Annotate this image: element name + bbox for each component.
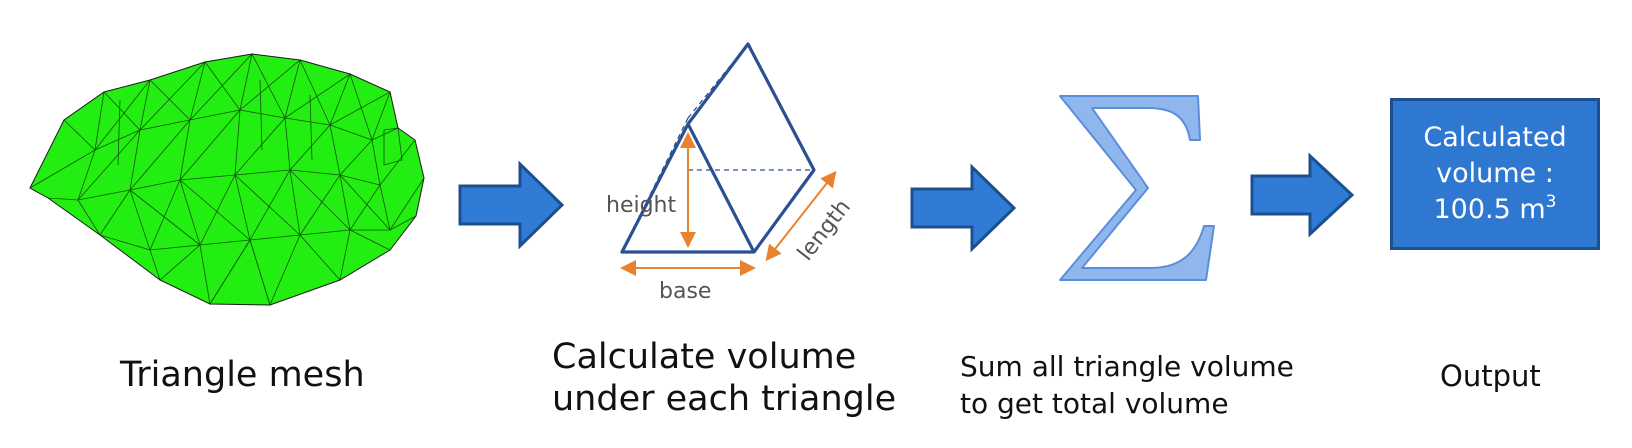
caption-triangle-mesh: Triangle mesh xyxy=(120,355,365,395)
output-unit-exponent: 3 xyxy=(1545,192,1557,212)
output-line-1: Calculated xyxy=(1423,122,1567,153)
triangular-prism-diagram: height base length xyxy=(606,42,856,304)
calculated-volume-box: Calculated volume : 100.5 m3 xyxy=(1390,98,1600,250)
output-line-2: volume : xyxy=(1436,158,1554,189)
output-value-number: 100.5 m xyxy=(1433,194,1546,225)
caption-calculate-volume: Calculate volume under each triangle xyxy=(552,337,897,419)
length-dimension-arrow xyxy=(765,170,837,262)
flow-arrow-1 xyxy=(458,160,565,250)
output-value: 100.5 m3 xyxy=(1433,192,1556,228)
caption-output: Output xyxy=(1440,359,1541,393)
triangle-mesh-image xyxy=(29,52,425,307)
flow-arrow-2 xyxy=(910,163,1017,253)
length-label: length xyxy=(793,195,856,266)
sigma-symbol-icon xyxy=(1059,95,1215,281)
base-label: base xyxy=(659,279,711,304)
height-label: height xyxy=(606,193,676,218)
caption-sum-volume: Sum all triangle volume to get total vol… xyxy=(960,350,1294,420)
flow-arrow-3 xyxy=(1250,152,1355,238)
